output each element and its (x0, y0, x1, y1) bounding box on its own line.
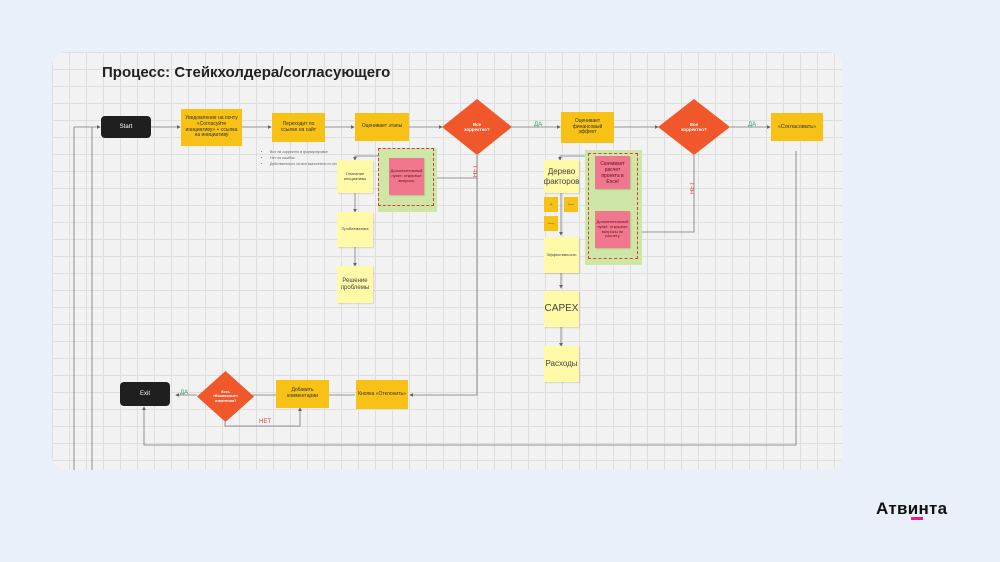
finance-pink-note: Дополнительный пункт: открытые вопросы п… (595, 211, 630, 248)
no-label: НЕТ (259, 419, 271, 425)
check-item: Действительно ли все выполнено по плану (270, 162, 342, 168)
decision-label: Все корректно? (464, 121, 490, 132)
sticky-problem: Проблематика (337, 212, 373, 247)
sticky-capex: CAPEX (544, 291, 579, 327)
small-sticky: Расход (544, 216, 558, 231)
sticky-solution: Решение проблемы (337, 266, 373, 303)
add-comment-step: Добавить комментарии (276, 380, 329, 408)
small-sticky: КД (544, 197, 558, 212)
finance-dashed-frame (588, 153, 638, 259)
start-terminal: Start (101, 116, 151, 138)
sticky-value: Эффективность (544, 237, 579, 273)
yes-label: ДА (748, 122, 757, 128)
decision-label: Есть «Возможные» изменения? (213, 390, 238, 403)
check-item: Нет ли ошибок (270, 156, 342, 162)
stage-dashed-frame (378, 148, 434, 206)
decision-all-correct-2: Все корректно? (658, 99, 730, 155)
logo-accent-bar (911, 517, 923, 520)
sticky-expenses: Расходы (544, 346, 579, 382)
exit-terminal: Exit (120, 382, 170, 406)
no-label: НЕТ (690, 182, 696, 194)
stage-pink-note: Дополнительный пункт: открытые вопросы (389, 158, 424, 195)
decision-can-be-fixed: Есть «Возможные» изменения? (197, 371, 254, 422)
check-item: Все ли корректно в формулировке (270, 150, 342, 156)
approve-step: «Согласовать» (771, 113, 823, 141)
reject-button-step: Кнопка «Отклонить» (356, 380, 408, 409)
yes-label: ДА (534, 122, 543, 128)
notify-step: Уведомление на почту «Согласуйте инициат… (181, 109, 242, 146)
company-logo: Атвинта (876, 499, 948, 518)
decision-all-correct-1: Все корректно? (442, 99, 512, 155)
evaluate-stages-step: Оценивает этапы (355, 113, 409, 141)
no-label: НЕТ (473, 165, 479, 177)
diagram-title: Процесс: Стейкхолдера/согласующего (102, 64, 391, 81)
download-calc-note: Скачивает расчет проекта в Excel (595, 156, 630, 189)
check-list: Все ли корректно в формулировке Нет ли о… (264, 150, 342, 167)
evaluate-finance-step: Оценивает финансовый эффект (561, 112, 614, 143)
sticky-factor-tree: Дерево факторов (544, 160, 579, 193)
decision-label: Все корректно? (681, 121, 707, 132)
flowchart-board: Процесс: Стейкхолдера/согласующего Start… (52, 52, 842, 470)
small-sticky: Доход (564, 197, 578, 212)
sticky-initiative-description: Описание инициативы (337, 160, 373, 193)
goto-link-step: Переходит по ссылке на сайт (272, 113, 325, 142)
yes-label: ДА (180, 390, 189, 396)
